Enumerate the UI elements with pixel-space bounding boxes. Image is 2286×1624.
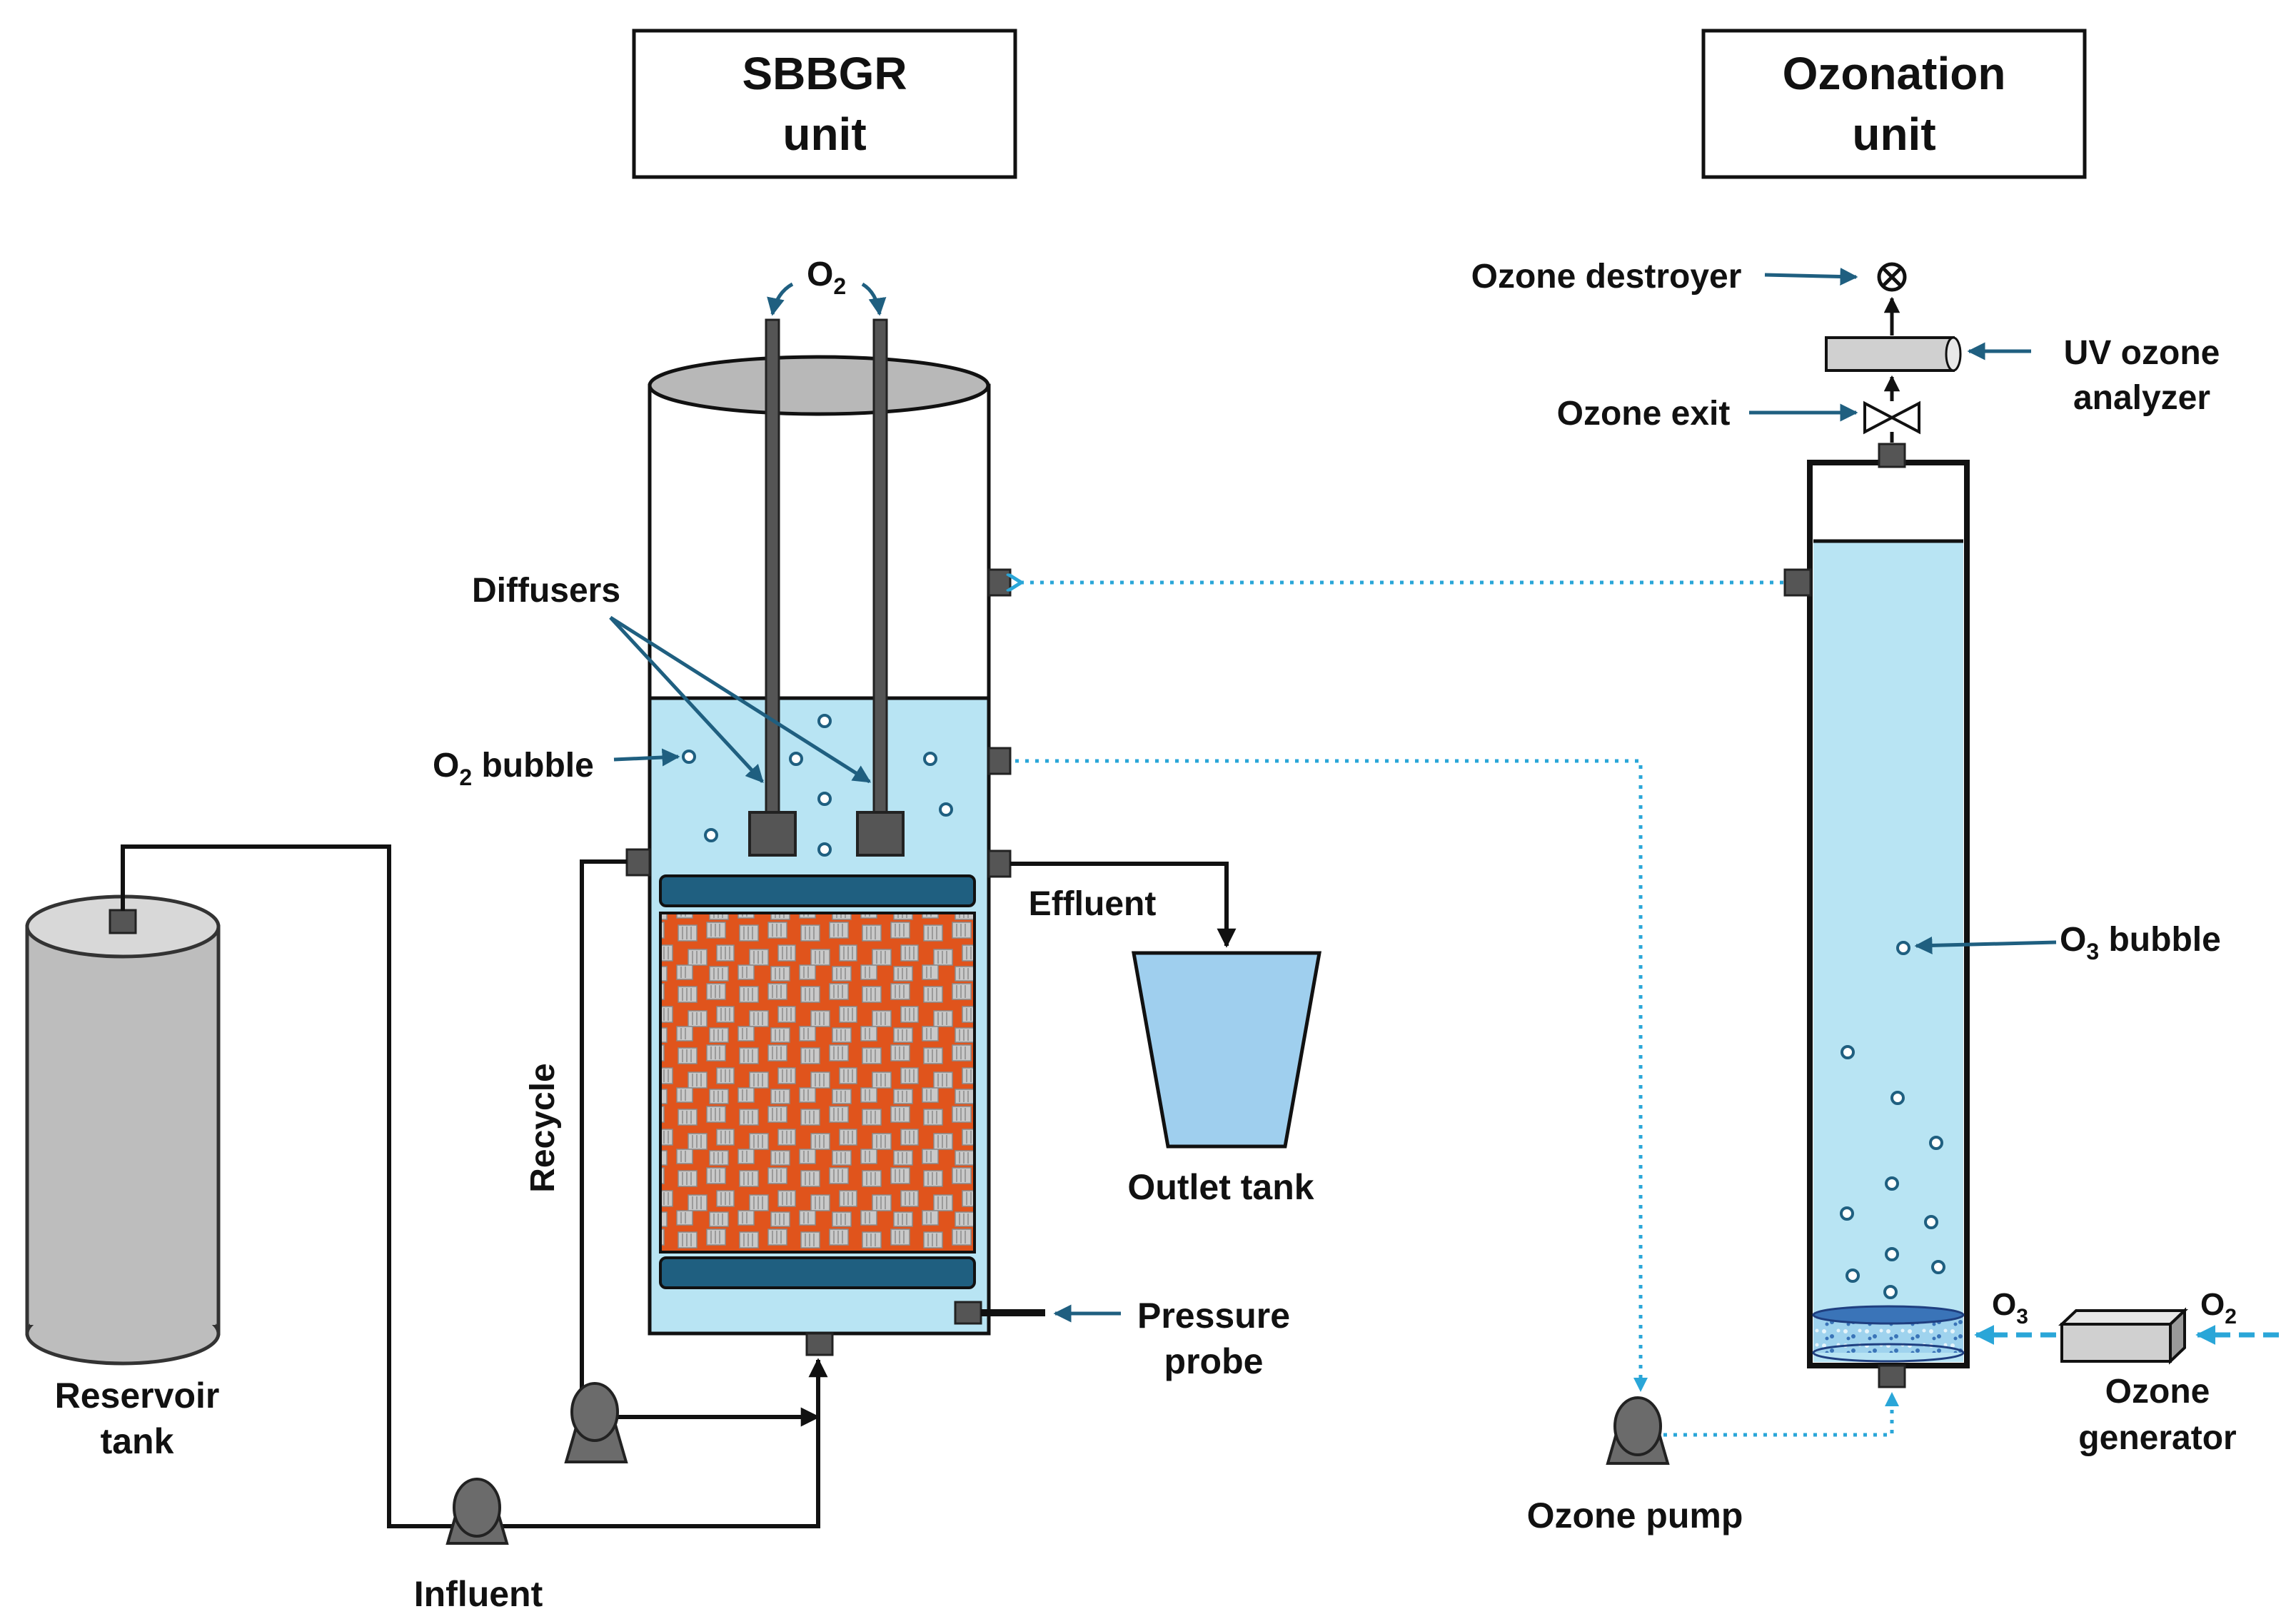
- ozone-destroyer-arrow: [1764, 267, 1858, 286]
- sbbgr-title-line1: SBBGR: [742, 48, 907, 99]
- o2-inlet-label: O2: [807, 256, 846, 299]
- ozone-destroyer-icon: [1877, 262, 1907, 292]
- ozone-diffuser-stone: [1812, 1305, 1965, 1363]
- o2-feed-label: O2: [2200, 1287, 2237, 1328]
- o2-arrow-left: [767, 282, 794, 316]
- uv-analyzer-label-line1: UV ozone: [2064, 334, 2220, 372]
- recycle-pump: [564, 1382, 628, 1463]
- ozonation-title-box: Ozonation unit: [1701, 29, 2087, 179]
- ozone-destroyer-label: Ozone destroyer: [1471, 258, 1742, 296]
- sbbgr-title-line2: unit: [782, 109, 866, 160]
- reservoir-tank: [25, 894, 221, 1366]
- diffusers-label: Diffusers: [472, 572, 620, 610]
- sbbgr-reactor: [648, 355, 991, 1356]
- ozonation-title-line1: Ozonation: [1783, 48, 2006, 99]
- effluent-label: Effluent: [1029, 885, 1157, 923]
- diffuser-arrow-right: [609, 615, 872, 784]
- diffuser-arrow-left: [609, 616, 764, 783]
- o2-bubble-arrow: [613, 748, 680, 767]
- pressure-probe-rod: [981, 1309, 1045, 1316]
- diffuser-pipes: [748, 318, 905, 857]
- recycle-label: Recycle: [524, 1063, 562, 1192]
- recycle-line: [580, 859, 820, 1427]
- ozone-generator: [2058, 1307, 2189, 1365]
- reservoir-tank-label-line1: Reservoir: [55, 1376, 220, 1416]
- ozone-exit-label: Ozone exit: [1557, 395, 1731, 433]
- outlet-tank-label: Outlet tank: [1127, 1167, 1314, 1207]
- influent-label: Influent: [414, 1574, 543, 1614]
- sbbgr-to-pump-line: [1015, 759, 1648, 1392]
- uv-analyzer-label-line2: analyzer: [2073, 379, 2210, 417]
- pressure-probe-label-line1: Pressure: [1137, 1296, 1290, 1336]
- reservoir-tank-label-line2: tank: [101, 1421, 174, 1461]
- sbbgr-o2-bubbles: [682, 714, 953, 857]
- ozone-exit-valve: [1863, 375, 1920, 443]
- ozonation-column: [1783, 443, 1970, 1388]
- o3-bubble-arrow: [1914, 936, 2057, 954]
- ozone-generator-label-line1: Ozone: [2105, 1373, 2210, 1411]
- o2-bubble-label: O2 bubble: [433, 747, 594, 790]
- pump-to-column-line: [1663, 1392, 1899, 1437]
- sbbgr-side-fittings: [625, 568, 1012, 1325]
- o3-bubbles: [1840, 941, 1945, 1299]
- outlet-tank: [1132, 951, 1321, 1149]
- pressure-probe-label-line2: probe: [1164, 1341, 1264, 1381]
- ozone-pump: [1606, 1396, 1670, 1465]
- influent-pump: [445, 1478, 509, 1545]
- ozone-pump-label: Ozone pump: [1527, 1496, 1743, 1535]
- effluent-line: [1010, 862, 1237, 948]
- sbbgr-title-box: SBBGR unit: [632, 29, 1017, 179]
- o2-arrow-right: [861, 282, 887, 316]
- ozone-generator-label-line2: generator: [2078, 1419, 2236, 1457]
- ozonation-title-line2: unit: [1852, 109, 1935, 160]
- uv-ozone-analyzer: [1825, 296, 1962, 372]
- o3-feed-label: O3: [1992, 1287, 2028, 1328]
- o3-bubble-label: O3 bubble: [2060, 921, 2221, 964]
